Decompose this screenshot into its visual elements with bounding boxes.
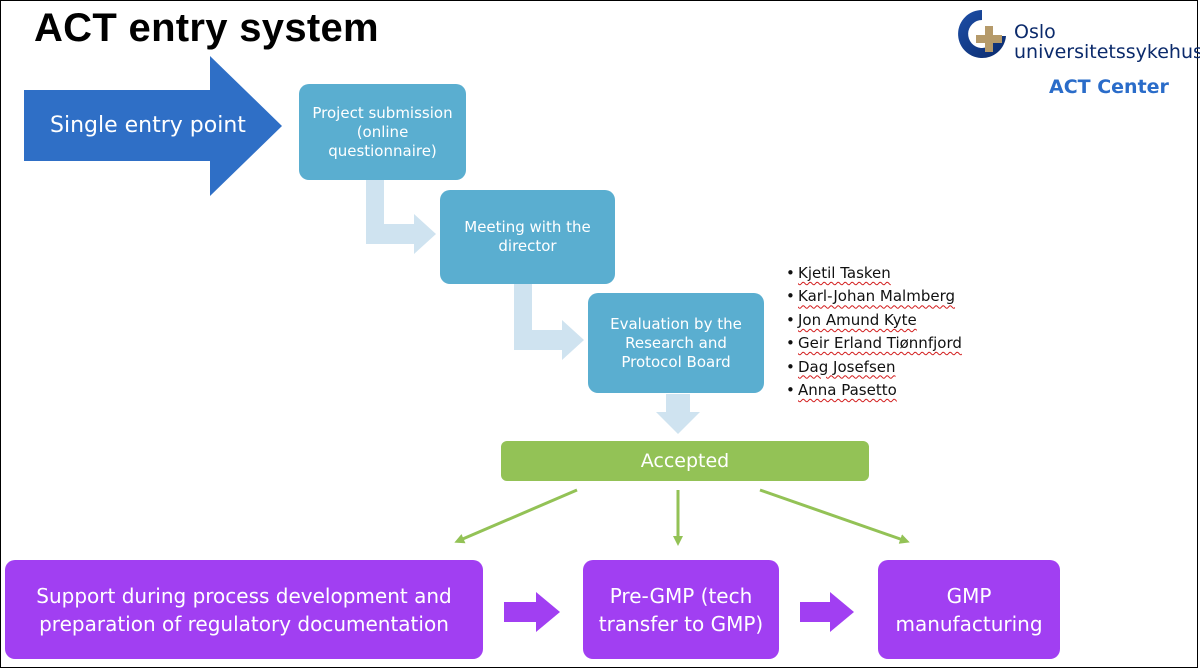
slide-title: ACT entry system [34,6,379,50]
board-member-list: •Kjetil Tasken •Karl-Johan Malmberg •Jon… [786,262,962,402]
accepted-to-support-arrow [454,488,578,544]
logo-subtitle: ACT Center [1049,76,1169,98]
board-member: •Kjetil Tasken [786,264,891,282]
outcome-pre-gmp: Pre-GMP (tech transfer to GMP) [583,560,779,659]
step-1-line1: Project submission [312,103,453,122]
connector-1-2 [366,180,436,254]
accepted-bar: Accepted [501,441,869,481]
board-member: •Karl-Johan Malmberg [786,287,956,306]
outcome-3-line1: GMP [946,583,992,608]
step-board-evaluation: Evaluation by the Research and Protocol … [588,293,764,393]
board-member: •Jon Amund Kyte [786,310,917,329]
step-3-line3: Protocol Board [621,352,731,371]
logo-name-line1: Oslo [1014,21,1056,43]
step-3-line1: Evaluation by the [610,314,742,333]
outcome-1-line1: Support during process development and [36,583,452,608]
outcome-3-line2: manufacturing [895,611,1043,636]
outcome-1-line2: preparation of regulatory documentation [39,611,449,636]
step-1-line2: (online [356,122,409,141]
pregmp-to-gmp-arrow [800,592,854,632]
hospital-logo: Oslo universitetssykehus ACT Center [952,6,1200,102]
outcome-2-line2: transfer to GMP) [598,611,764,636]
step-project-submission: Project submission (online questionnaire… [299,84,466,180]
entry-arrow-shape [24,56,282,196]
accepted-to-gmp-arrow [759,488,910,544]
logo-name-line2: universitetssykehus [1014,41,1200,63]
logo-mark-icon [958,10,1006,58]
board-member: •Dag Josefsen [786,357,896,376]
board-member: •Geir Erland Tiønnfjord [786,334,962,353]
accepted-label: Accepted [640,450,730,472]
step-2-line2: director [498,237,557,255]
connector-3-accepted [656,394,700,434]
connector-2-3 [514,284,584,360]
outcome-2-line1: Pre-GMP (tech [609,583,753,608]
step-3-line2: Research and [625,333,727,352]
support-to-pregmp-arrow [504,592,560,632]
board-member: •Anna Pasetto [786,380,897,399]
outcome-support: Support during process development and p… [5,560,483,659]
entry-point-label: Single entry point [50,113,246,138]
step-1-line3: questionnaire) [328,141,437,160]
step-meeting-director: Meeting with the director [440,190,615,284]
step-2-line1: Meeting with the [464,218,591,236]
outcome-gmp-manufacturing: GMP manufacturing [878,560,1060,659]
